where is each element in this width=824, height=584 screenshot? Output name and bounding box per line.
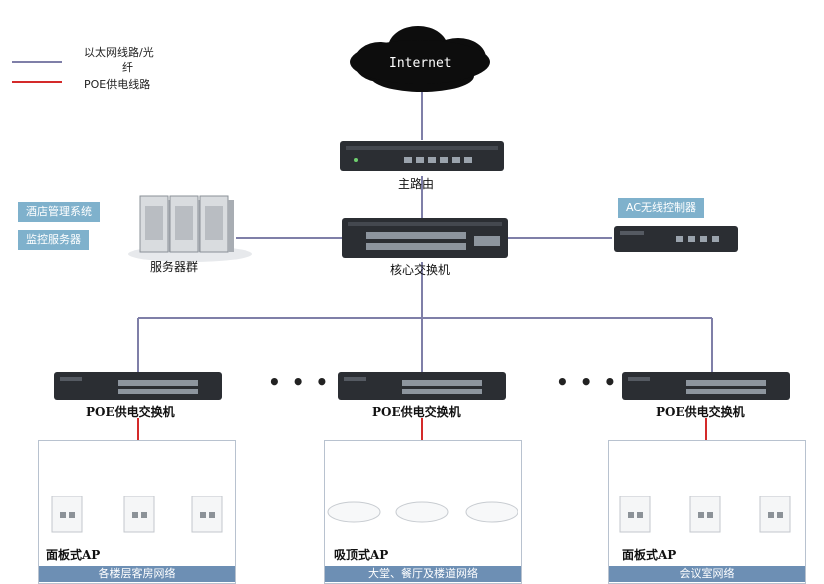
core-switch <box>342 218 508 258</box>
panel-ap-group-3 <box>619 496 791 533</box>
main-router <box>340 141 504 171</box>
hotel-system-tag: 酒店管理系统 <box>18 202 100 222</box>
poe-switch-3 <box>622 372 790 400</box>
zone3-name: 会议室网络 <box>609 566 805 582</box>
zone3-ap-type: 面板式AP <box>622 548 677 562</box>
monitor-server-tag: 监控服务器 <box>18 230 89 250</box>
ac-controller <box>614 226 738 252</box>
server-group <box>128 195 252 262</box>
poe-switch-label-1: POE供电交换机 <box>86 405 175 419</box>
internet-cloud <box>350 26 490 92</box>
ac-controller-tag: AC无线控制器 <box>618 198 705 218</box>
core-switch-label: 核心交换机 <box>390 263 451 277</box>
zone1-name: 各楼层客房网络 <box>39 566 235 582</box>
poe-switch-label-3: POE供电交换机 <box>656 405 745 419</box>
legend-ethernet-label-wrap: 纤 <box>122 61 133 74</box>
main-router-label: 主路由 <box>398 177 435 191</box>
panel-ap-group-1 <box>51 496 223 533</box>
zone2-ap-type: 吸顶式AP <box>334 548 389 562</box>
ellipsis-right: • • • <box>556 370 619 394</box>
ethernet-links <box>137 92 713 372</box>
ceiling-ap-group <box>327 501 518 523</box>
legend-ethernet-label: 以太网线路/光 <box>84 46 154 59</box>
server-group-label: 服务器群 <box>150 260 199 274</box>
poe-switch-1 <box>54 372 222 400</box>
poe-switch-label-2: POE供电交换机 <box>372 405 461 419</box>
internet-label: Internet <box>389 56 452 71</box>
zone1-ap-type: 面板式AP <box>46 548 101 562</box>
zone2-name: 大堂、餐厅及楼道网络 <box>325 566 521 582</box>
ellipsis-left: • • • <box>268 370 331 394</box>
legend-poe-label: POE供电线路 <box>84 78 151 91</box>
poe-switch-2 <box>338 372 506 400</box>
